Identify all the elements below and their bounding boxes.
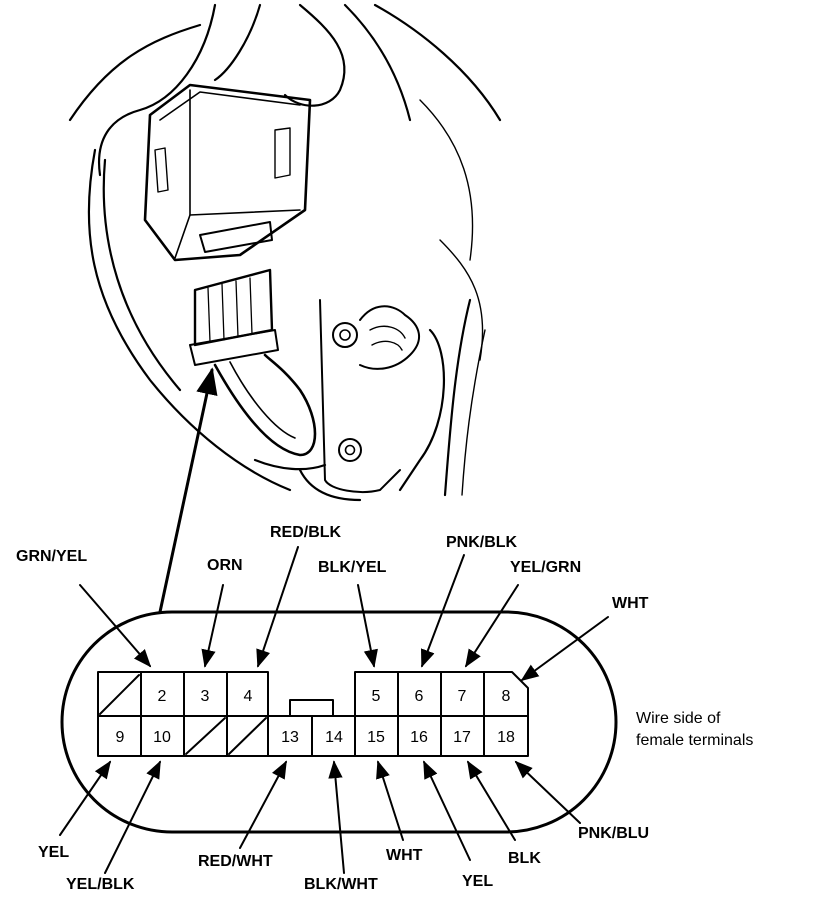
wire-label-t18: PNK/BLU [578, 825, 649, 842]
terminal-10: 10 [153, 729, 171, 746]
wire-label-t5: BLK/YEL [318, 559, 387, 576]
terminal-7: 7 [458, 688, 467, 705]
terminal-3: 3 [201, 688, 210, 705]
terminal-18: 18 [497, 729, 515, 746]
terminal-6: 6 [415, 688, 424, 705]
terminal-8: 8 [502, 688, 511, 705]
wire-label-t16: YEL [462, 873, 493, 890]
wire-label-t3: ORN [207, 557, 243, 574]
connector-face: 2 3 4 5 6 7 8 9 10 13 14 15 16 17 18 [60, 610, 618, 834]
terminal-13: 13 [281, 729, 299, 746]
wire-label-t6: PNK/BLK [446, 534, 518, 551]
wire-label-t2: GRN/YEL [16, 548, 87, 565]
leader-arrows [59, 546, 609, 874]
wire-side-note-line2: female terminals [636, 732, 753, 749]
terminal-17: 17 [453, 729, 471, 746]
wire-label-t10: YEL/BLK [66, 876, 135, 893]
wire-label-t15: WHT [386, 847, 423, 864]
terminal-2: 2 [158, 688, 167, 705]
wire-label-t4: RED/BLK [270, 524, 342, 541]
wire-label-t7: YEL/GRN [510, 559, 581, 576]
wire-label-t17: BLK [508, 850, 541, 867]
wire-label-t8: WHT [612, 595, 649, 612]
terminal-16: 16 [410, 729, 428, 746]
terminal-9: 9 [116, 729, 125, 746]
terminal-14: 14 [325, 729, 343, 746]
wire-label-t13: RED/WHT [198, 853, 273, 870]
wire-side-note-line1: Wire side of [636, 710, 721, 727]
terminal-15: 15 [367, 729, 385, 746]
vehicle-illustration [68, 3, 502, 502]
wire-label-t14: BLK/WHT [304, 876, 378, 893]
connector-housing [60, 610, 618, 834]
terminal-5: 5 [372, 688, 381, 705]
terminal-4: 4 [244, 688, 253, 705]
locator-arrow [158, 367, 218, 614]
wire-label-t9: YEL [38, 844, 69, 861]
